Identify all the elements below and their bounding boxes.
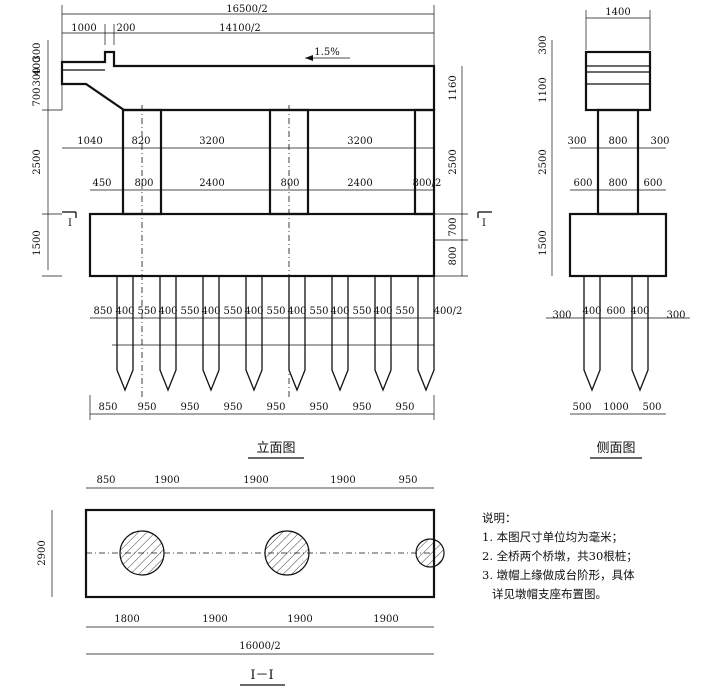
- svg-text:950: 950: [137, 402, 156, 413]
- svg-text:1900: 1900: [154, 475, 179, 486]
- svg-text:1040: 1040: [77, 136, 102, 147]
- svg-text:3200: 3200: [199, 136, 224, 147]
- svg-text:850: 850: [98, 402, 117, 413]
- svg-text:950: 950: [395, 402, 414, 413]
- svg-text:600: 600: [573, 178, 592, 189]
- svg-text:450: 450: [92, 178, 111, 189]
- svg-text:950: 950: [266, 402, 285, 413]
- plan-section-view: 850 1900 1900 1900 950 2900 1800 1900 19…: [37, 475, 445, 686]
- svg-text:1800: 1800: [114, 614, 139, 625]
- elevation-piles: [116, 276, 435, 392]
- svg-text:400: 400: [330, 306, 349, 317]
- svg-text:850: 850: [93, 306, 112, 317]
- svg-text:300: 300: [650, 136, 669, 147]
- svg-text:300: 300: [538, 35, 549, 54]
- svg-text:400: 400: [201, 306, 220, 317]
- section-mark-left: I: [68, 218, 72, 229]
- svg-text:800: 800: [448, 246, 459, 265]
- svg-text:300: 300: [666, 310, 685, 321]
- svg-text:400: 400: [373, 306, 392, 317]
- notes: 说明： 1. 本图尺寸单位均为毫米； 2. 全桥两个桥墩，共30根桩； 3. 墩…: [482, 509, 702, 604]
- svg-text:850: 850: [96, 475, 115, 486]
- svg-text:1900: 1900: [287, 614, 312, 625]
- svg-text:950: 950: [180, 402, 199, 413]
- svg-text:950: 950: [352, 402, 371, 413]
- svg-text:550: 550: [309, 306, 328, 317]
- svg-text:2900: 2900: [37, 540, 48, 565]
- svg-text:2500: 2500: [32, 149, 43, 174]
- svg-text:500: 500: [572, 402, 591, 413]
- elevation-view: 16500/2 1000 200 14100/2 1.5% 300 400 30…: [32, 4, 492, 459]
- note-item: 1. 本图尺寸单位均为毫米；: [482, 530, 624, 544]
- svg-text:550: 550: [223, 306, 242, 317]
- elevation-caption: 立面图: [256, 441, 295, 456]
- svg-text:550: 550: [395, 306, 414, 317]
- svg-text:2400: 2400: [347, 178, 372, 189]
- side-view: 1400 300 1100 2500 1500 300 800 300 600 …: [538, 7, 690, 459]
- note-item: 2. 全桥两个桥墩，共30根桩；: [482, 549, 638, 563]
- svg-text:600: 600: [606, 306, 625, 317]
- svg-text:1500: 1500: [538, 230, 549, 255]
- svg-text:400: 400: [582, 306, 601, 317]
- svg-text:950: 950: [398, 475, 417, 486]
- svg-text:400: 400: [630, 306, 649, 317]
- section-caption: I－I: [250, 668, 273, 683]
- svg-text:400: 400: [158, 306, 177, 317]
- section-mark-right: I: [482, 218, 486, 229]
- svg-text:950: 950: [309, 402, 328, 413]
- svg-text:1900: 1900: [202, 614, 227, 625]
- notes-title: 说明：: [482, 511, 517, 525]
- note-item: 详见墩帽支座布置图。: [492, 587, 607, 601]
- svg-text:1100: 1100: [538, 77, 549, 102]
- svg-text:800: 800: [280, 178, 299, 189]
- svg-text:300: 300: [567, 136, 586, 147]
- svg-text:300: 300: [552, 310, 571, 321]
- svg-text:400: 400: [32, 56, 43, 75]
- svg-text:1160: 1160: [448, 75, 459, 100]
- svg-text:550: 550: [180, 306, 199, 317]
- slope-label: 1.5%: [314, 47, 339, 58]
- side-caption: 侧面图: [596, 441, 635, 456]
- svg-text:500: 500: [642, 402, 661, 413]
- svg-text:950: 950: [223, 402, 242, 413]
- dim-200: 200: [116, 23, 135, 34]
- svg-text:700: 700: [448, 217, 459, 236]
- svg-text:1000: 1000: [603, 402, 628, 413]
- svg-text:300: 300: [32, 67, 43, 86]
- svg-text:800: 800: [608, 136, 627, 147]
- svg-text:16000/2: 16000/2: [239, 641, 281, 652]
- svg-text:550: 550: [137, 306, 156, 317]
- note-item: 3. 墩帽上缘做成台阶形，具体: [482, 568, 635, 582]
- svg-text:700: 700: [32, 87, 43, 106]
- svg-text:400/2: 400/2: [434, 306, 463, 317]
- svg-text:550: 550: [266, 306, 285, 317]
- svg-text:400: 400: [244, 306, 263, 317]
- svg-text:1500: 1500: [32, 230, 43, 255]
- svg-text:1900: 1900: [243, 475, 268, 486]
- svg-text:600: 600: [643, 178, 662, 189]
- svg-text:400: 400: [287, 306, 306, 317]
- svg-text:2400: 2400: [199, 178, 224, 189]
- dim-total-length: 16500/2: [226, 4, 268, 15]
- svg-text:2500: 2500: [538, 149, 549, 174]
- svg-text:400: 400: [115, 306, 134, 317]
- svg-text:800: 800: [134, 178, 153, 189]
- dim-1000: 1000: [71, 23, 96, 34]
- svg-text:2500: 2500: [448, 149, 459, 174]
- svg-text:3200: 3200: [347, 136, 372, 147]
- svg-text:1900: 1900: [373, 614, 398, 625]
- svg-text:1400: 1400: [605, 7, 630, 18]
- svg-text:820: 820: [131, 136, 150, 147]
- svg-text:300: 300: [32, 42, 43, 61]
- dim-14100: 14100/2: [219, 23, 261, 34]
- svg-text:1900: 1900: [330, 475, 355, 486]
- svg-text:800: 800: [608, 178, 627, 189]
- svg-text:800/2: 800/2: [413, 178, 442, 189]
- svg-text:550: 550: [352, 306, 371, 317]
